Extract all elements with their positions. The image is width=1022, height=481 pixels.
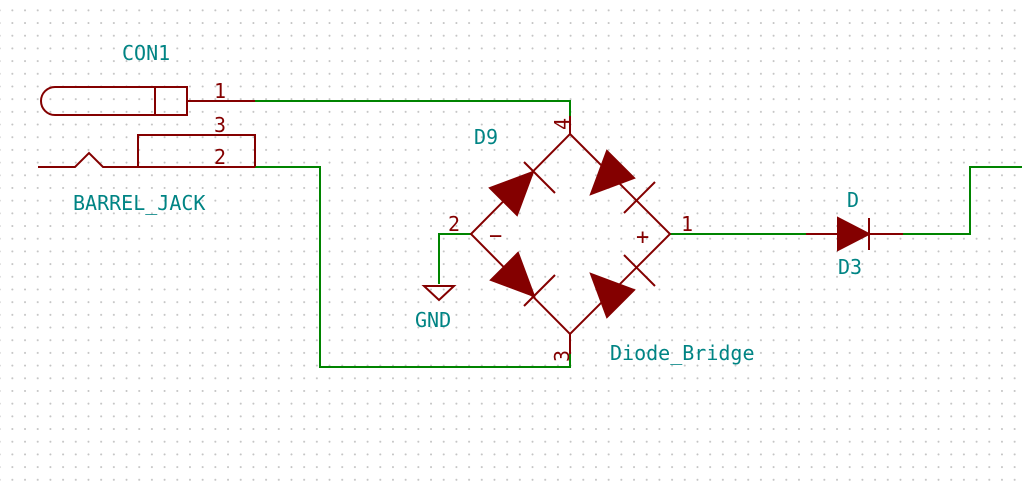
diode-bridge-diode-upper-left [488, 170, 535, 217]
diode-bridge-value: Diode_Bridge [610, 341, 755, 365]
diode-d3-value: D [847, 188, 859, 212]
wire-con1-pin2-to-bridge-pin3[interactable] [255, 166, 571, 368]
wire-bridge-pin2-to-gnd[interactable] [438, 233, 471, 284]
diode-d3-triangle [837, 216, 872, 252]
diode-bridge-diode-upper-left-bar [523, 161, 556, 194]
diode-bridge-pin4-number: 4 [550, 118, 574, 130]
wire-d3-to-right[interactable] [903, 166, 1022, 235]
barrel-jack-reference: CON1 [122, 41, 170, 65]
barrel-jack-pin2-number: 2 [214, 145, 226, 169]
barrel-jack-symbol[interactable]: 1 3 2 [38, 79, 256, 169]
barrel-jack-pin3-contact [137, 134, 256, 167]
diode-bridge-plus-sign: + [636, 225, 649, 250]
diode-bridge-reference: D9 [474, 125, 498, 149]
diode-bridge-diode-lower-right [589, 272, 636, 319]
diode-bridge-pin3-number: 3 [550, 350, 574, 362]
diode-bridge-minus-sign: − [489, 224, 502, 249]
ground-label: GND [415, 308, 451, 332]
wire-con1-pin1-to-bridge-pin4[interactable] [255, 100, 571, 116]
diode-d3-symbol[interactable] [806, 216, 903, 252]
barrel-jack-sleeve-zigzag [38, 151, 255, 168]
diode-bridge-diode-lower-left [489, 251, 536, 298]
diode-bridge-diode-lower-right-bar [623, 254, 656, 287]
barrel-jack-value: BARREL_JACK [73, 191, 205, 215]
diode-d3-reference: D3 [838, 255, 862, 279]
ground-triangle [421, 285, 457, 302]
diode-bridge-symbol[interactable]: − + 4 2 1 3 [448, 116, 693, 362]
barrel-jack-pin3-number: 3 [214, 113, 226, 137]
barrel-jack-plug-outline [40, 86, 188, 116]
diode-bridge-pin1-number: 1 [681, 212, 693, 236]
diode-bridge-pin2-number: 2 [448, 212, 460, 236]
barrel-jack-pin1-number: 1 [214, 79, 226, 103]
ground-symbol[interactable] [421, 285, 457, 302]
diode-bridge-diode-upper-right [589, 149, 636, 196]
diode-bridge-diode-lower-left-bar [523, 274, 556, 307]
diode-bridge-diode-upper-right-bar [623, 181, 656, 214]
wires [255, 100, 1022, 368]
